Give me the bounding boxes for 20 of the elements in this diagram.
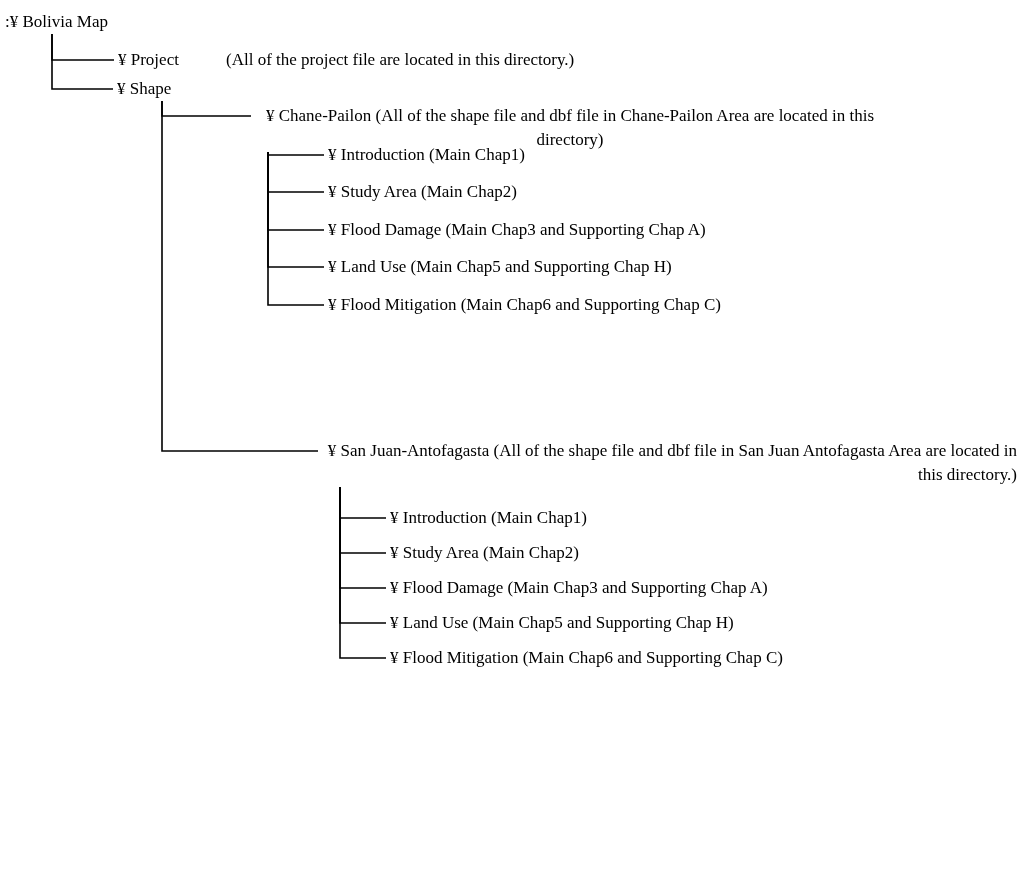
folder-name: ¥ Flood Damage (Main Chap3 and Supporting Chap A): [390, 576, 768, 600]
folder-name: ¥ Land Use (Main Chap5 and Supporting Chap H): [390, 611, 734, 635]
tree-connector: [161, 100, 319, 452]
tree-connector: [267, 151, 325, 156]
folder-name: :¥ Bolivia Map: [5, 10, 108, 34]
folder-name: ¥ Introduction (Main Chap1): [390, 506, 587, 530]
folder-name: ¥ Flood Damage (Main Chap3 and Supporting Chap A): [328, 218, 706, 242]
tree-connector: [51, 33, 114, 90]
folder-description: (All of the project file are located in this directory.): [226, 49, 575, 71]
folder-name: ¥ Project: [118, 48, 179, 72]
folder-name: ¥ San Juan-Antofagasta (All of the shape file and dbf file in San Juan Antofagasta Area are located in this directory.): [322, 439, 1017, 487]
folder-name: ¥ Study Area (Main Chap2): [328, 180, 517, 204]
tree-connector: [339, 486, 387, 659]
folder-name: ¥ Flood Mitigation (Main Chap6 and Supporting Chap C): [390, 646, 783, 670]
folder-name: ¥ Study Area (Main Chap2): [390, 541, 579, 565]
folder-name: ¥ Introduction (Main Chap1): [328, 143, 525, 167]
folder-name: ¥ Shape: [117, 77, 172, 101]
folder-name: ¥ Flood Mitigation (Main Chap6 and Supporting Chap C): [328, 293, 721, 317]
tree-connector: [267, 151, 325, 306]
folder-name: ¥ Land Use (Main Chap5 and Supporting Chap H): [328, 255, 672, 279]
